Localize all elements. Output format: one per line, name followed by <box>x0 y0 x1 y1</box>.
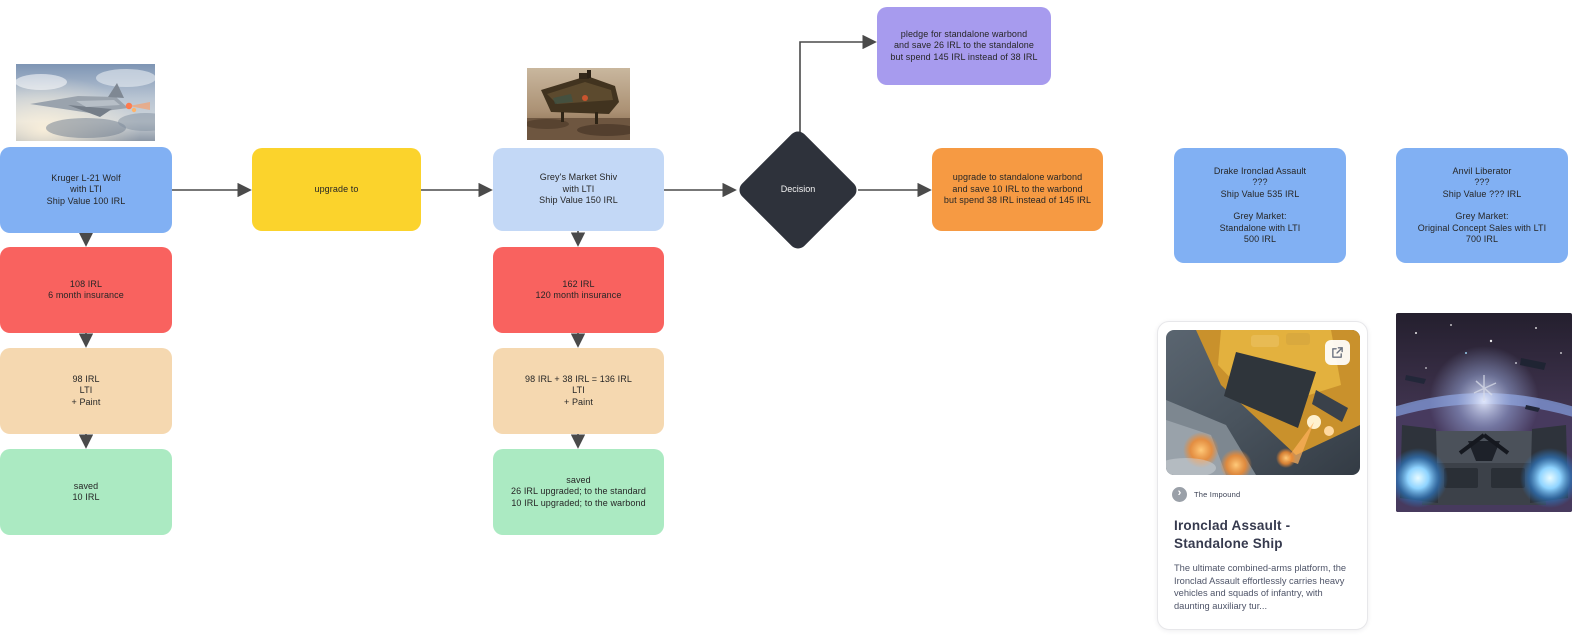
node-text: pledge for standalone warbond <box>900 28 1028 39</box>
node-text: 10 IRL <box>72 492 100 502</box>
node-text: 98 IRL <box>72 373 100 384</box>
node-text: LTI <box>79 385 93 396</box>
card-source-label: The Impound <box>1194 490 1241 499</box>
node-text: 108 IRL <box>69 278 103 289</box>
node-text: ??? <box>1474 177 1490 187</box>
node-text: Grey Market: <box>1455 211 1509 221</box>
node-text: Ship Value 535 IRL <box>1220 188 1300 199</box>
node-saved-10[interactable]: saved 10 IRL <box>0 449 172 535</box>
node-text: Drake Ironclad Assault <box>1213 165 1307 176</box>
node-text: 700 IRL <box>1465 234 1499 244</box>
node-text: upgrade to <box>314 183 359 194</box>
decision-label: Decision <box>780 184 816 194</box>
node-text: 6 month insurance <box>48 290 124 300</box>
external-link-icon[interactable] <box>1325 340 1350 365</box>
node-upgrade-to[interactable]: upgrade to <box>252 148 421 231</box>
node-insurance-108[interactable]: 108 IRL 6 month insurance <box>0 247 172 333</box>
node-text: 98 IRL + 38 IRL = 136 IRL <box>525 373 632 384</box>
node-text: Kruger L-21 Wolf <box>51 172 121 183</box>
node-lti-136[interactable]: 98 IRL + 38 IRL = 136 IRL LTI + Paint <box>493 348 664 434</box>
greys-market-ship-image[interactable] <box>527 68 630 140</box>
node-text: 162 IRL <box>562 278 595 289</box>
node-anvil-liberator[interactable]: Anvil Liberator ??? Ship Value ??? IRL G… <box>1396 148 1568 263</box>
impound-embed-card[interactable]: › The Impound Ironclad Assault - Standal… <box>1157 321 1368 630</box>
node-text: 26 IRL upgraded; to the standard <box>511 486 646 497</box>
node-text: Anvil Liberator <box>1452 165 1512 176</box>
node-text: 500 IRL <box>1243 234 1277 244</box>
node-text: with LTI <box>70 184 102 195</box>
node-text: and save 26 IRL to the standalone <box>893 40 1035 51</box>
node-text: LTI <box>572 385 585 396</box>
node-text: Grey Market: <box>1233 211 1287 221</box>
node-text: and save 10 IRL to the warbond <box>952 183 1083 194</box>
node-text: Ship Value 100 IRL <box>46 195 126 206</box>
ironclad-card-image <box>1166 330 1360 475</box>
node-text: Standalone with LTI <box>1219 222 1301 233</box>
node-text: Ship Value 150 IRL <box>539 195 618 206</box>
node-greys-market-shiv[interactable]: Grey's Market Shiv with LTI Ship Value 1… <box>493 148 664 231</box>
node-text: saved <box>73 480 99 491</box>
node-kruger-wolf[interactable]: Kruger L-21 Wolf with LTI Ship Value 100… <box>0 147 172 233</box>
node-pledge-standalone[interactable]: pledge for standalone warbond and save 2… <box>877 7 1051 85</box>
node-text: 10 IRL upgraded; to the warbond <box>511 497 646 508</box>
node-text: 120 month insurance <box>535 290 622 300</box>
card-title: Ironclad Assault - Standalone Ship <box>1174 517 1354 553</box>
card-title-line: Ironclad Assault - <box>1174 518 1291 533</box>
card-source-row: › The Impound <box>1172 487 1240 502</box>
node-insurance-162[interactable]: 162 IRL 120 month insurance <box>493 247 664 333</box>
node-text: + Paint <box>564 396 593 407</box>
node-text: Grey's Market Shiv <box>539 172 618 183</box>
kruger-ship-image[interactable] <box>16 64 155 141</box>
node-lti-98[interactable]: 98 IRL LTI + Paint <box>0 348 172 434</box>
node-text: with LTI <box>562 183 595 194</box>
node-text: saved <box>566 474 591 485</box>
node-text: upgrade to standalone warbond <box>952 172 1083 183</box>
node-text: Ship Value ??? IRL <box>1442 188 1522 199</box>
card-title-line: Standalone Ship <box>1174 536 1283 551</box>
node-text: Original Concept Sales with LTI <box>1417 222 1547 233</box>
liberator-ship-image[interactable] <box>1396 313 1572 512</box>
node-text: but spend 38 IRL instead of 145 IRL <box>943 195 1092 206</box>
node-text: but spend 145 IRL instead of 38 IRL <box>890 51 1038 62</box>
node-drake-ironclad[interactable]: Drake Ironclad Assault ??? Ship Value 53… <box>1174 148 1346 263</box>
node-upgrade-warbond[interactable]: upgrade to standalone warbond and save 1… <box>932 148 1103 231</box>
chevron-right-icon: › <box>1172 487 1187 502</box>
node-text: + Paint <box>71 396 101 407</box>
node-saved-26[interactable]: saved 26 IRL upgraded; to the standard 1… <box>493 449 664 535</box>
node-text: ??? <box>1252 177 1268 187</box>
card-description: The ultimate combined-arms platform, the… <box>1174 563 1347 611</box>
